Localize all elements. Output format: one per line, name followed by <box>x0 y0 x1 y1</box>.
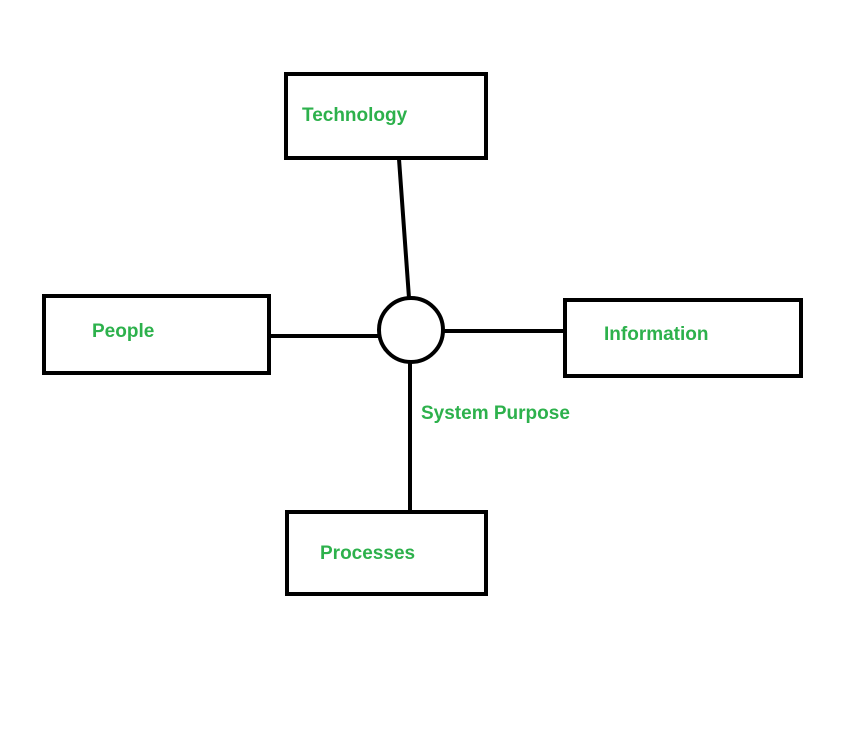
node-information: Information <box>563 298 803 378</box>
node-people-label: People <box>92 321 154 342</box>
node-technology: Technology <box>284 72 488 160</box>
system-purpose-label: System Purpose <box>421 403 570 424</box>
system-purpose-hub <box>377 296 445 364</box>
node-processes-label: Processes <box>320 543 415 564</box>
node-people: People <box>42 294 271 375</box>
connector-technology <box>397 157 411 300</box>
node-information-box <box>563 298 803 378</box>
node-technology-box <box>284 72 488 160</box>
node-processes-box <box>285 510 488 596</box>
node-information-label: Information <box>604 324 709 345</box>
node-technology-label: Technology <box>302 105 408 126</box>
node-processes: Processes <box>285 510 488 596</box>
node-people-box <box>42 294 271 375</box>
